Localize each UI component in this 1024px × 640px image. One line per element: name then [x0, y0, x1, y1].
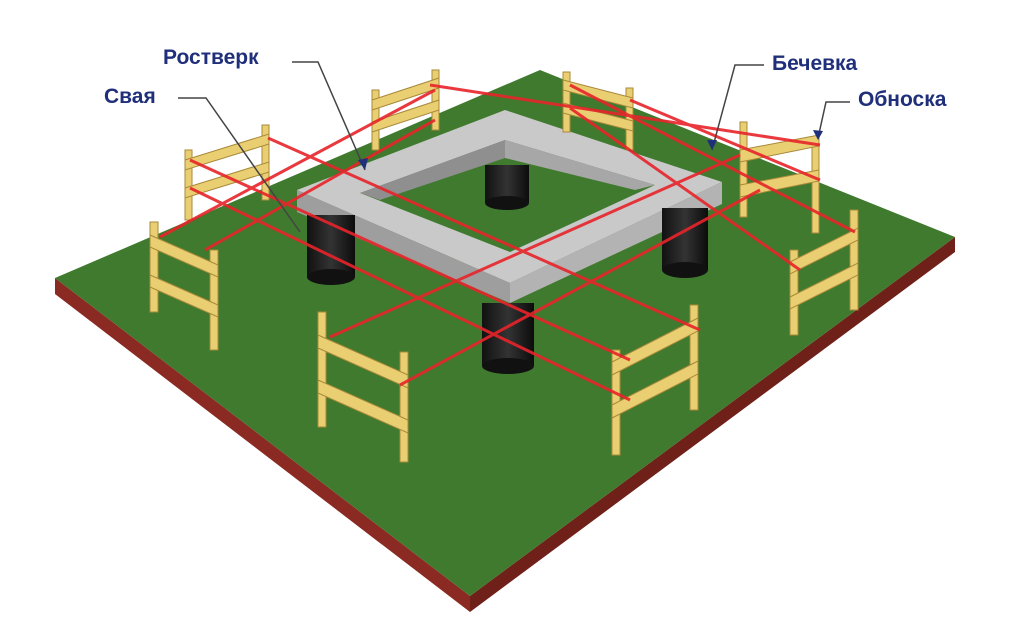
batter-board-front-right	[611, 304, 699, 456]
label-svaya: Свая	[104, 85, 156, 108]
arrow-heads	[358, 130, 823, 170]
batter-boards	[149, 69, 859, 463]
label-obnoska: Обноска	[858, 88, 947, 111]
batter-board-top-right	[562, 71, 634, 151]
batter-board-left-back	[184, 124, 270, 221]
label-rostverk: Ростверк	[163, 46, 259, 69]
label-leaders	[178, 61, 850, 233]
batter-board-right-front	[789, 209, 859, 336]
pile-back	[485, 165, 529, 210]
batter-board-left-front	[149, 221, 219, 351]
batter-board-front-left	[317, 311, 409, 463]
label-bechevka: Бечевка	[772, 52, 858, 75]
batter-board-top-left	[371, 69, 440, 151]
pile-right	[662, 208, 708, 278]
string-lines	[159, 83, 856, 402]
